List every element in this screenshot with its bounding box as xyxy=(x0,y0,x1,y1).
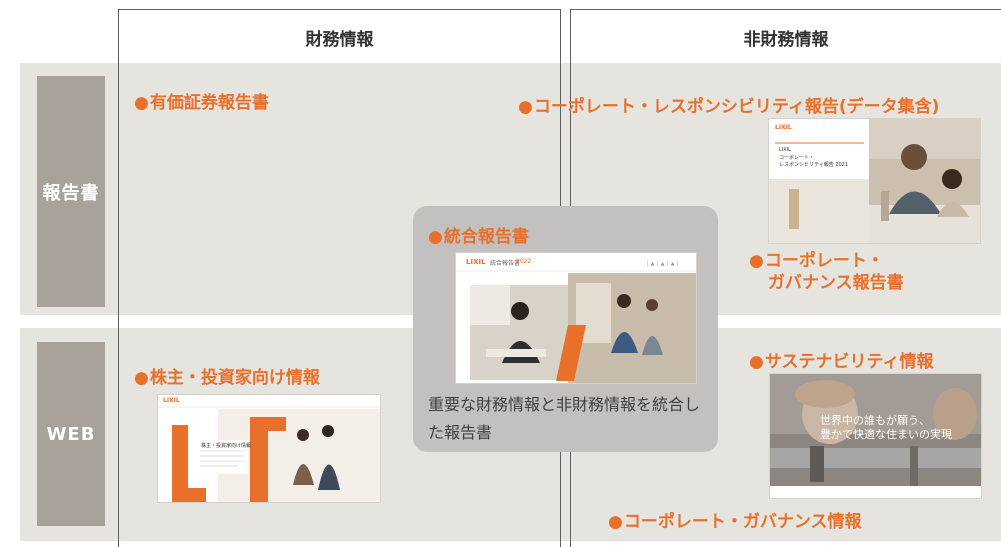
bullet-icon: ● xyxy=(749,251,764,271)
sustainability-overlay-line1: 世界中の誰もが願う、 xyxy=(820,414,930,427)
integrated-thumb-logo: LIXIL xyxy=(466,258,486,266)
bullet-icon: ● xyxy=(518,97,533,117)
item-yuho-label: 有価証券報告書 xyxy=(149,93,269,113)
crr-thumb-line3: レスポンシビリティ報告 2021 xyxy=(779,162,849,168)
item-cg-report-label1: コーポレート・ xyxy=(764,251,884,271)
column-header-non-financial: 非財務情報 xyxy=(743,30,829,50)
row-label-web: WEB xyxy=(37,342,105,526)
integrated-thumb-year: 2022 xyxy=(516,258,532,265)
crr-thumb-logo: LIXIL xyxy=(775,124,792,131)
item-ir-web-label: 株主・投資家向け情報 xyxy=(149,368,320,388)
integrated-report-thumbnail: │ ▲ │ ▲ │ ▲ │ LIXIL 統合報告書 2022 xyxy=(455,252,697,384)
item-integrated: ●統合報告書 xyxy=(428,222,529,247)
crr-report-thumbnail: LIXIL LIXIL コーポレート・ レスポンシビリティ報告 2021 xyxy=(768,118,981,244)
item-ir-web: ●株主・投資家向け情報 xyxy=(134,363,320,388)
crr-thumb-line1: LIXIL xyxy=(779,147,791,153)
integrated-graphic: │ ▲ │ ▲ │ ▲ │ xyxy=(456,253,696,383)
item-cg-info: ●コーポレート・ガバナンス情報 xyxy=(608,507,862,532)
item-integrated-label: 統合報告書 xyxy=(443,227,529,247)
ir-web-thumbnail: LIXIL 株主・投資家向け情報 xyxy=(157,394,381,503)
bullet-icon: ● xyxy=(428,227,443,247)
integrated-description: 重要な財務情報と非財務情報を統合した報告書 xyxy=(428,395,701,442)
item-cg-report-line2: ガバナンス報告書 xyxy=(768,273,904,293)
bullet-icon: ● xyxy=(134,368,149,388)
ir-web-graphic xyxy=(158,395,380,502)
item-crr-label: コーポレート・レスポンシビリティ報告(データ集含) xyxy=(533,97,940,117)
integrated-thumb-title: 統合報告書 xyxy=(490,260,521,267)
ir-thumb-heading: 株主・投資家向け情報 xyxy=(201,443,252,449)
column-header-financial: 財務情報 xyxy=(305,30,374,50)
bullet-icon: ● xyxy=(134,93,149,113)
grid-line-left xyxy=(118,9,119,547)
bullet-icon: ● xyxy=(749,352,764,372)
item-cg-info-label: コーポレート・ガバナンス情報 xyxy=(623,512,862,532)
ir-thumb-logo: LIXIL xyxy=(163,397,180,404)
item-cg-report-line1: ●コーポレート・ xyxy=(749,250,904,272)
grid-line-top-right xyxy=(570,9,1001,10)
sustainability-overlay-line2: 豊かで快適な住まいの実現 xyxy=(820,428,952,441)
bullet-icon: ● xyxy=(608,512,623,532)
item-crr: ●コーポレート・レスポンシビリティ報告(データ集含) xyxy=(518,92,939,117)
item-yuho: ●有価証券報告書 xyxy=(134,88,269,113)
sustainability-web-thumbnail: 世界中の誰もが願う、 豊かで快適な住まいの実現 xyxy=(769,373,982,499)
row-label-report: 報告書 xyxy=(37,76,105,307)
item-cg-report: ●コーポレート・ ガバナンス報告書 xyxy=(749,250,904,294)
grid-line-top-left xyxy=(118,9,561,10)
item-sustainability: ●サステナビリティ情報 xyxy=(749,347,933,372)
svg-text:│ ▲ │ ▲ │ ▲ │: │ ▲ │ ▲ │ ▲ │ xyxy=(646,260,679,267)
item-sustainability-label: サステナビリティ情報 xyxy=(764,352,934,372)
crr-photo-graphic xyxy=(769,119,980,243)
crr-thumb-line2: コーポレート・ xyxy=(779,155,815,161)
sustainability-graphic xyxy=(770,374,981,498)
